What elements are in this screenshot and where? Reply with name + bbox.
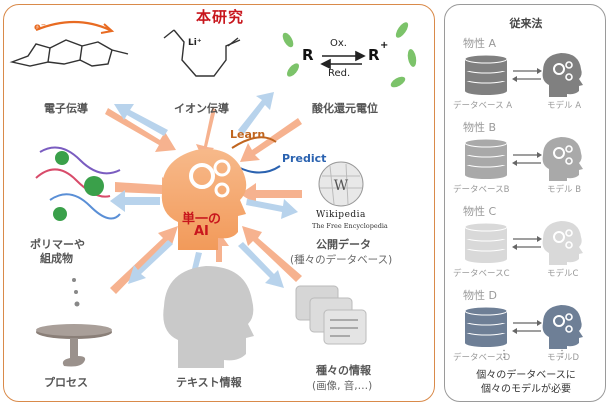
model-label: モデルC [547, 269, 579, 279]
arrow-public-out [246, 199, 298, 219]
model-label: モデル B [547, 185, 582, 195]
green-leaf-icons [282, 22, 417, 88]
model-head-icon [542, 53, 583, 97]
thiophene-molecule-icon [9, 20, 129, 67]
redox-arrows-icon [320, 50, 366, 70]
database-model-pair [464, 137, 583, 181]
database-icon [464, 138, 508, 179]
electron-label: e⁻ [34, 22, 47, 33]
spin-coater-icon [36, 278, 112, 367]
model-label: モデルD [547, 353, 580, 363]
database-icon [464, 222, 508, 263]
redox-red: Red. [328, 68, 351, 79]
main-title: 本研究 [196, 8, 245, 26]
svg-text:W: W [334, 178, 349, 194]
arrow-process-in [110, 226, 178, 294]
label-various: 種々の情報 [316, 364, 371, 377]
database-label: データベースD [453, 353, 511, 363]
property-label: 物性 D [463, 289, 497, 302]
redox-plus: + [380, 40, 389, 51]
label-process: プロセス [44, 376, 88, 389]
label-polymer2: 組成物 [40, 252, 73, 265]
redox-ox: Ox. [330, 38, 347, 49]
predict-label: Predict [282, 152, 327, 165]
ellipsis-model: ⋮ [557, 349, 567, 360]
crown-ether-icon [163, 29, 241, 77]
property-label: 物性 A [463, 37, 497, 50]
arrow-public-in [240, 183, 302, 204]
word-cloud-head-icon [163, 266, 254, 368]
redox-left: R [302, 46, 314, 64]
model-head-icon [542, 221, 583, 265]
database-label: データベースC [453, 269, 510, 279]
documents-icon [295, 285, 367, 345]
arrow-redox-out [238, 92, 274, 135]
wiki-sub: The Free Encyclopedia [312, 222, 388, 230]
bidirectional-arrow-icon [512, 152, 542, 166]
arrow-ion-in [196, 108, 216, 160]
database-label: データベースB [453, 185, 510, 195]
label-ion: イオン伝導 [174, 102, 229, 115]
learn-curve [231, 136, 277, 149]
wiki-title: Wikipedia [316, 210, 366, 220]
property-label: 物性 C [463, 205, 497, 218]
ai-label-single: 単一の [182, 212, 222, 227]
model-head-icon [542, 305, 583, 349]
conventional-note-1: 個々のデータベースに [476, 370, 576, 381]
ellipsis-db: ⋮ [499, 349, 509, 360]
database-label: データベース A [453, 101, 513, 111]
database-icon [464, 306, 508, 347]
conventional-note-2: 個々のモデルが必要 [481, 384, 571, 395]
li-ion-label: Li⁺ [188, 38, 202, 48]
property-label: 物性 B [463, 121, 497, 134]
database-model-pair [464, 221, 583, 265]
label-public-data: 公開データ [316, 238, 371, 251]
database-icon [464, 54, 508, 95]
arrow-process-out [128, 240, 173, 284]
ai-label-ai: AI [194, 224, 209, 239]
arrow-electron-in [105, 108, 176, 152]
polymer-strands-icon [35, 146, 121, 221]
model-label: モデル A [547, 101, 582, 111]
arrow-polymer-out [110, 190, 160, 212]
ai-head-icon [161, 149, 247, 250]
label-redox: 酸化還元電位 [312, 102, 378, 115]
redox-right: R [368, 46, 380, 64]
bidirectional-arrow-icon [512, 68, 542, 82]
arrow-various-out [238, 242, 284, 288]
arrow-various-in [242, 226, 302, 282]
bidirectional-arrow-icon [512, 320, 542, 334]
label-polymer: ポリマーや [30, 238, 85, 251]
label-public-data-sub: (種々のデータベース) [290, 254, 393, 266]
label-text: テキスト情報 [176, 376, 242, 389]
arrow-electron-out [114, 104, 168, 136]
wikipedia-globe-icon: W [318, 161, 364, 207]
bidirectional-arrow-icon [512, 236, 542, 250]
label-various-sub: (画像, 音,…) [312, 380, 373, 392]
database-model-pair [464, 305, 583, 349]
database-model-pair [464, 53, 583, 97]
label-electron: 電子伝導 [44, 102, 88, 115]
model-head-icon [542, 137, 583, 181]
conventional-method-panel: 従来法 物性 A データベース A モデル A 物性 B データベースB モデル B 物性 … [444, 4, 606, 402]
conventional-title: 従来法 [509, 17, 543, 30]
predict-curve [239, 165, 281, 174]
learn-label: Learn [230, 128, 266, 141]
